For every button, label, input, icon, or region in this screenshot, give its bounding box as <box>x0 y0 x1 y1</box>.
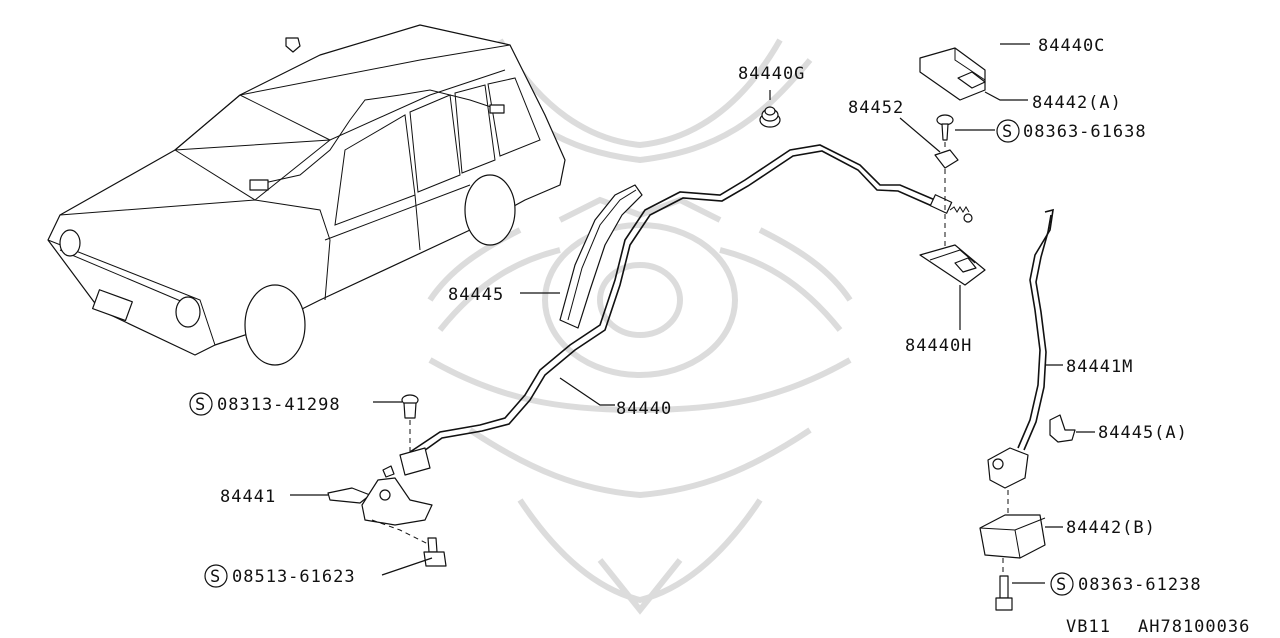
label-08363-61238: 08363-61238 <box>1078 575 1202 595</box>
label-08513-61623: 08513-61623 <box>232 567 356 587</box>
grommet-84445A <box>1049 414 1076 443</box>
s-symbol-2: S <box>195 395 206 415</box>
bracket-84442A <box>919 47 986 101</box>
watermark-emblem <box>427 38 853 615</box>
label-84445: 84445 <box>448 285 504 305</box>
label-84440H: 84440H <box>905 336 972 356</box>
s-symbol-3: S <box>210 567 221 587</box>
screw-08363-61238 <box>995 575 1013 611</box>
s-symbol-1: S <box>1002 122 1013 142</box>
label-84442A: 84442(A) <box>1032 93 1122 113</box>
label-84440G: 84440G <box>738 64 805 84</box>
car-illustration <box>47 24 566 366</box>
opener-rod-84441M <box>1017 208 1054 449</box>
s-symbol-4: S <box>1056 575 1067 595</box>
label-08363-61638: 08363-61638 <box>1023 122 1147 142</box>
label-84452: 84452 <box>848 98 904 118</box>
bolt-08513-61623 <box>423 537 447 567</box>
label-84445A: 84445(A) <box>1098 423 1188 443</box>
clip-84440C <box>285 37 301 53</box>
label-84441M: 84441M <box>1066 357 1133 377</box>
label-84442B: 84442(B) <box>1066 518 1156 538</box>
label-84441: 84441 <box>220 487 276 507</box>
cable-end-fitting <box>929 194 973 223</box>
cable-guide-84445 <box>559 184 643 329</box>
label-84440: 84440 <box>616 399 672 419</box>
bracket-84440H <box>919 244 986 286</box>
leader-lines <box>290 43 1095 584</box>
footer-model-code: VB11 <box>1066 617 1111 637</box>
lever-base <box>987 447 1029 489</box>
standard-part-symbols <box>189 119 1074 596</box>
release-cable-84440 <box>409 144 936 453</box>
screw-08313-41298 <box>401 394 419 419</box>
screw-08363-61638 <box>936 114 954 141</box>
label-84440C: 84440C <box>1038 36 1105 56</box>
footer-diagram-code: AH78100036 <box>1138 617 1250 637</box>
label-08313-41298: 08313-41298 <box>217 395 341 415</box>
bracket-84452 <box>934 149 959 169</box>
bracket-84442B <box>979 514 1046 559</box>
opener-lever-84441 <box>327 447 433 546</box>
grommet-84440G <box>759 106 781 128</box>
